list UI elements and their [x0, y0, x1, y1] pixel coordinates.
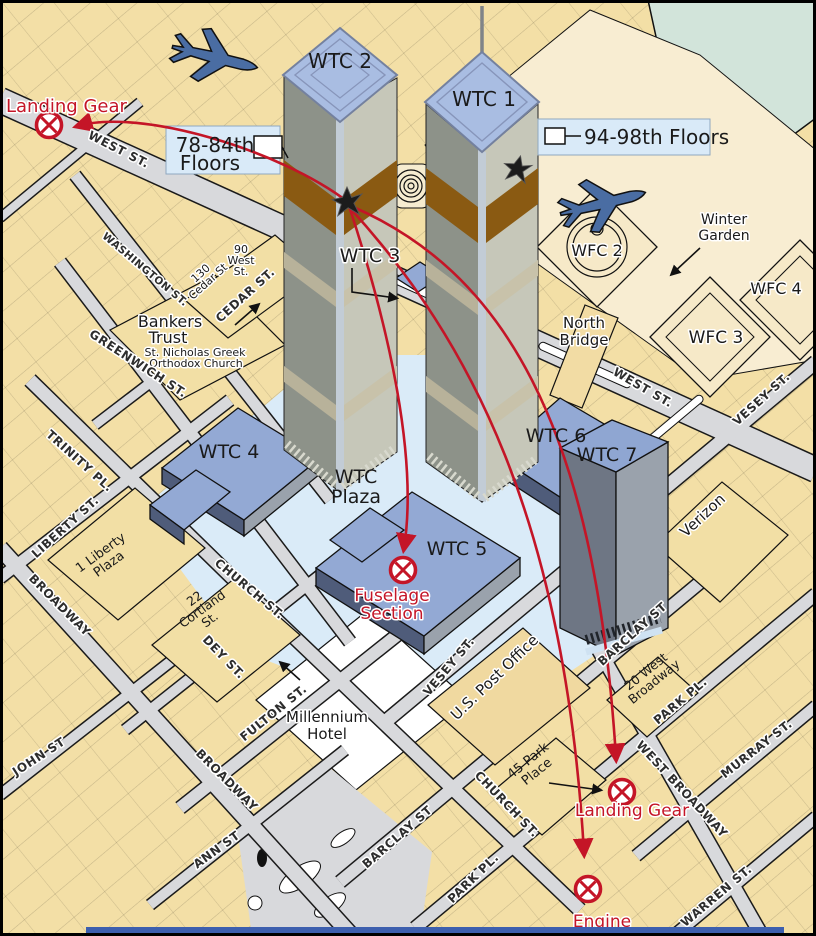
- wtc-plaza-label-1: WTC: [335, 466, 378, 488]
- wfc2-building: [536, 186, 658, 308]
- winter-garden-label-1: Winter: [701, 212, 747, 228]
- park-feature: [247, 895, 263, 911]
- city-hall-park: [238, 768, 432, 936]
- engine-marker: [573, 874, 603, 904]
- trajectory-landing-gear-east: [350, 204, 626, 765]
- north-bridge-label-2: Bridge: [560, 331, 609, 349]
- 45-park-place-arrow: [548, 782, 604, 795]
- wfc-buildings: [536, 186, 816, 398]
- wtc3-label: WTC 3: [340, 245, 401, 267]
- trajectory-engine: [349, 207, 594, 860]
- wtc1-roof: [423, 50, 541, 154]
- north-bridge: [549, 304, 619, 409]
- fuselage-label-1: Fuselage: [354, 586, 429, 606]
- 90-west-label-3: St.: [234, 265, 249, 278]
- 20-west-broadway-block: [606, 656, 699, 738]
- wfc4-building: [739, 239, 816, 361]
- fuselage-label-2: Section: [360, 604, 423, 624]
- landing-gear-west-label: Landing Gear: [6, 96, 128, 117]
- north-bridge-label-1: North: [563, 314, 605, 332]
- st-nicholas-label-1: St. Nicholas Greek: [144, 346, 246, 359]
- callout-north-box: [537, 118, 711, 156]
- wtc-plaza-label-2: Plaza: [331, 486, 381, 508]
- wtc2-base-arches: [284, 440, 340, 490]
- floor-callouts: [165, 118, 711, 175]
- debris-trajectories: [72, 111, 626, 860]
- wfc3-building: [649, 276, 771, 398]
- trajectory-fuselage: [347, 205, 417, 555]
- wtc7-west-face: [559, 447, 617, 657]
- landing-gear-east-label: Landing Gear: [575, 801, 689, 821]
- wtc3-arrow: [351, 268, 400, 303]
- wfc3-label: WFC 3: [689, 328, 744, 348]
- wtc1-impact-band: [426, 168, 482, 246]
- bankers-trust-label-1: Bankers: [138, 312, 202, 331]
- wtc5-label: WTC 5: [427, 538, 488, 560]
- wtc4-label: WTC 4: [199, 441, 260, 463]
- wtc7-building: [558, 419, 670, 473]
- callout-south-line2: Floors: [180, 151, 240, 175]
- callout-north-text: 94-98th Floors: [584, 125, 729, 149]
- wtc2-label: WTC 2: [308, 49, 372, 73]
- callout-south-line1: 78-84th: [176, 133, 255, 157]
- bottom-bar: [86, 927, 784, 934]
- wtc-low-buildings: [148, 261, 670, 657]
- wfc2-label: WFC 2: [571, 241, 622, 260]
- annotation-arrows: [234, 247, 701, 795]
- wtc2-impact-band: [284, 160, 340, 238]
- plaza-sphere-glyph: [393, 163, 431, 209]
- callout-north-connector: [544, 127, 566, 145]
- fuselage-marker: [388, 555, 418, 585]
- wtc1-base-arches: [426, 452, 482, 501]
- wtc7-base-strip: [585, 626, 663, 656]
- millennium-label-1: Millennium: [286, 708, 368, 726]
- 90-west-label-1: 90: [234, 243, 248, 256]
- winter-garden-arrow: [669, 247, 701, 277]
- bankers-trust-label-2: Trust: [148, 328, 188, 347]
- park-pond: [330, 828, 356, 848]
- wtc1-label: WTC 1: [452, 87, 516, 111]
- millennium-arrow: [278, 660, 301, 681]
- wtc6-label: WTC 6: [526, 425, 587, 447]
- wtc7-label: WTC 7: [577, 444, 638, 466]
- cedar-st-arrow: [234, 302, 261, 326]
- wfc4-label: WFC 4: [750, 279, 801, 298]
- post-office-block: [427, 627, 591, 766]
- st-nicholas-label-2: Orthodox Church: [149, 357, 243, 370]
- verizon-block: [654, 481, 789, 603]
- winter-garden-label-2: Garden: [698, 228, 749, 244]
- park-feature: [257, 849, 267, 867]
- wtc2-tower: [281, 26, 399, 493]
- wtc7-base-windows: [584, 613, 662, 645]
- 90-west-label-2: West: [227, 254, 255, 267]
- wtc2-roof: [281, 26, 399, 124]
- 22-cortland-block: [151, 577, 301, 703]
- trajectory-landing-gear-west: [72, 111, 349, 204]
- millennium-label-2: Hotel: [307, 725, 347, 743]
- wtc1-tower: [423, 6, 541, 503]
